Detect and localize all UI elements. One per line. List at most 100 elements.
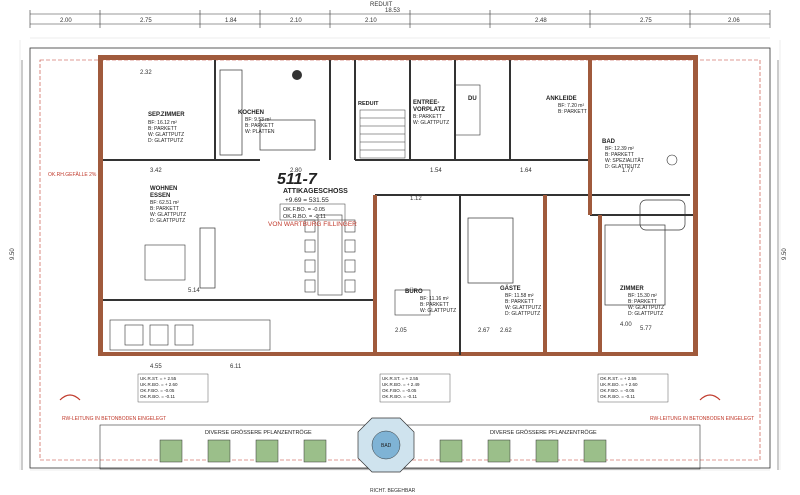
svg-text:1.77: 1.77: [622, 168, 634, 174]
room-ankleide: ANKLEIDE BF: 7.20 m² B: PARKETT: [546, 96, 587, 115]
floor-name: ATTIKAGESCHOSS: [283, 188, 348, 195]
svg-text:3.42: 3.42: [150, 168, 162, 174]
svg-text:BÜRO: BÜRO: [405, 288, 423, 295]
svg-text:OK.F.BO. = -0.05: OK.F.BO. = -0.05: [140, 388, 175, 393]
room-wohnen: WOHNEN ESSEN BF: 62.51 m² B: PARKETT W: …: [150, 186, 186, 224]
exterior-walls: [98, 55, 698, 356]
svg-text:W: PLATTEN: W: PLATTEN: [245, 129, 275, 135]
plan-code: 511-7: [277, 171, 318, 188]
svg-text:UK.R.ST. = + 2.55: UK.R.ST. = + 2.55: [140, 376, 177, 381]
svg-text:W: GLATTPUTZ: W: GLATTPUTZ: [150, 212, 186, 218]
top-dim-5: 2.10: [365, 18, 377, 24]
svg-text:OK.F.BO. = -0.05: OK.F.BO. = -0.05: [382, 388, 417, 393]
wall-hatching: [373, 60, 602, 355]
top-dim-3: 1.84: [225, 18, 237, 24]
bathtub-icon: [639, 199, 686, 231]
svg-text:2.67: 2.67: [478, 328, 490, 334]
svg-text:2.32: 2.32: [140, 70, 152, 76]
svg-text:B: PARKETT: B: PARKETT: [148, 126, 177, 132]
svg-text:ZIMMER: ZIMMER: [620, 286, 644, 292]
hot-tub-label: BAD: [381, 443, 392, 449]
svg-text:5.77: 5.77: [640, 326, 652, 332]
svg-text:B: PARKETT: B: PARKETT: [628, 299, 657, 305]
svg-text:BF: 9.53 m²: BF: 9.53 m²: [245, 117, 271, 123]
svg-text:B: PARKETT: B: PARKETT: [420, 302, 449, 308]
svg-text:BF: 15.30 m²: BF: 15.30 m²: [628, 293, 657, 299]
svg-text:D: GLATTPUTZ: D: GLATTPUTZ: [505, 311, 540, 317]
svg-text:1.64: 1.64: [520, 168, 532, 174]
top-dim-1: 2.00: [60, 18, 72, 24]
room-bed: [604, 224, 666, 306]
room-bad: BAD BF: 12.39 m² B: PARKETT W: SPEZIALIT…: [602, 139, 644, 170]
terrace-boundary: [29, 47, 771, 469]
top-dimension-chain: 2.00 2.75 1.84 2.10 2.10 2.48 2.75 2.06 …: [29, 2, 771, 28]
elev-table-right: OK.R.ST. = + 2.55 UK.R.BO. = + 2.60 OK.F…: [597, 373, 669, 403]
svg-text:BF: 11.16 m²: BF: 11.16 m²: [420, 296, 449, 302]
elev-table-left: UK.R.ST. = + 2.55 UK.R.BO. = + 2.60 OK.F…: [137, 373, 209, 403]
svg-text:BF: 11.58 m²: BF: 11.58 m²: [505, 293, 534, 299]
floor-elevation: +9.69 = 531.55: [285, 197, 329, 204]
svg-text:OK.R.BO. = -0.11: OK.R.BO. = -0.11: [382, 394, 418, 399]
svg-text:2.62: 2.62: [500, 328, 512, 334]
architect-label: VON WARTBURG FILLINGER: [268, 221, 357, 228]
reduit-top-label: REDUIT: [370, 2, 393, 8]
svg-text:BF: 16.12 m²: BF: 16.12 m²: [148, 120, 177, 126]
svg-text:ESSEN: ESSEN: [150, 193, 170, 199]
room-gaeste: GÄSTE BF: 11.58 m² B: PARKETT W: GLATTPU…: [500, 285, 541, 317]
svg-text:W: GLATTPUTZ: W: GLATTPUTZ: [413, 120, 449, 126]
kitchen-island: [259, 119, 316, 151]
svg-text:B: PARKETT: B: PARKETT: [558, 109, 587, 115]
toilet-icon: [666, 154, 678, 166]
svg-text:UK.R.BO. = + 2.60: UK.R.BO. = + 2.60: [600, 382, 638, 387]
top-dim-7: 2.75: [640, 18, 652, 24]
svg-text:OK.R.BO. = -0.11: OK.R.BO. = -0.11: [600, 394, 636, 399]
sofa: [199, 227, 216, 289]
room-dusche: DU: [468, 96, 477, 102]
room-kochen: KOCHEN BF: 9.53 m² B: PARKETT W: PLATTEN: [238, 110, 275, 135]
svg-text:B: PARKETT: B: PARKETT: [245, 123, 274, 129]
svg-text:BF: 7.20 m²: BF: 7.20 m²: [558, 103, 584, 109]
left-side-dim: 9.50: [10, 248, 16, 260]
svg-text:VORPLATZ: VORPLATZ: [413, 107, 445, 113]
svg-text:ENTREE-: ENTREE-: [413, 100, 439, 106]
svg-text:UK.R.ST. = + 2.55: UK.R.ST. = + 2.55: [382, 376, 419, 381]
planters-right-label: DIVERSE GRÖSSERE PFLANZENTRÖGE: [490, 429, 597, 436]
svg-text:ANKLEIDE: ANKLEIDE: [546, 96, 577, 102]
interior-walls: [103, 60, 693, 355]
top-dim-2: 2.75: [140, 18, 152, 24]
svg-text:4.00: 4.00: [620, 322, 632, 328]
reduit-elevation: 18.53: [385, 8, 401, 14]
top-dim-6: 2.48: [535, 18, 547, 24]
svg-text:GÄSTE: GÄSTE: [500, 285, 521, 292]
svg-text:W: SPEZIALITÄT: W: SPEZIALITÄT: [605, 157, 644, 164]
svg-text:6.11: 6.11: [230, 364, 242, 370]
svg-text:D: GLATTPUTZ: D: GLATTPUTZ: [150, 218, 185, 224]
svg-text:W: GLATTPUTZ: W: GLATTPUTZ: [505, 305, 541, 311]
svg-text:1.54: 1.54: [430, 168, 442, 174]
grid-lines: [19, 37, 781, 471]
svg-text:D: GLATTPUTZ: D: GLATTPUTZ: [148, 138, 183, 144]
elev-table-mid: UK.R.ST. = + 2.55 UK.R.BO. = + 2.49 OK.F…: [379, 373, 451, 403]
svg-text:W: GLATTPUTZ: W: GLATTPUTZ: [420, 308, 456, 314]
svg-text:BAD: BAD: [602, 139, 616, 145]
svg-text:OK.R.ST. = + 2.55: OK.R.ST. = + 2.55: [600, 376, 637, 381]
staircase: [359, 109, 406, 159]
planter-boxes: [159, 439, 607, 463]
hot-tub: BAD: [357, 417, 415, 473]
svg-text:KOCHEN: KOCHEN: [238, 110, 264, 116]
right-side-dim: 9.50: [782, 248, 788, 260]
title-block: 511-7 ATTIKAGESCHOSS +9.69 = 531.55 OK.F…: [268, 171, 357, 228]
svg-text:W: GLATTPUTZ: W: GLATTPUTZ: [628, 305, 664, 311]
room-sepzimmer: SEP.ZIMMER BF: 16.12 m² B: PARKETT W: GL…: [148, 112, 185, 144]
svg-text:OK.F.BO. = -0.05: OK.F.BO. = -0.05: [600, 388, 635, 393]
svg-text:B: PARKETT: B: PARKETT: [605, 152, 634, 158]
svg-text:2.80: 2.80: [290, 168, 302, 174]
svg-text:B: PARKETT: B: PARKETT: [413, 114, 442, 120]
kitchen-counter: [219, 69, 243, 156]
svg-text:5.14: 5.14: [188, 288, 200, 294]
top-dim-8: 2.06: [728, 18, 740, 24]
svg-text:D: GLATTPUTZ: D: GLATTPUTZ: [628, 311, 663, 317]
svg-text:BF: 62.51 m²: BF: 62.51 m²: [150, 200, 179, 206]
svg-text:UK.R.BO. = + 2.49: UK.R.BO. = + 2.49: [382, 382, 420, 387]
inner-dimensions: 2.32 3.42 2.80 1.54 1.64 1.77 5.14 2.05 …: [140, 70, 652, 370]
